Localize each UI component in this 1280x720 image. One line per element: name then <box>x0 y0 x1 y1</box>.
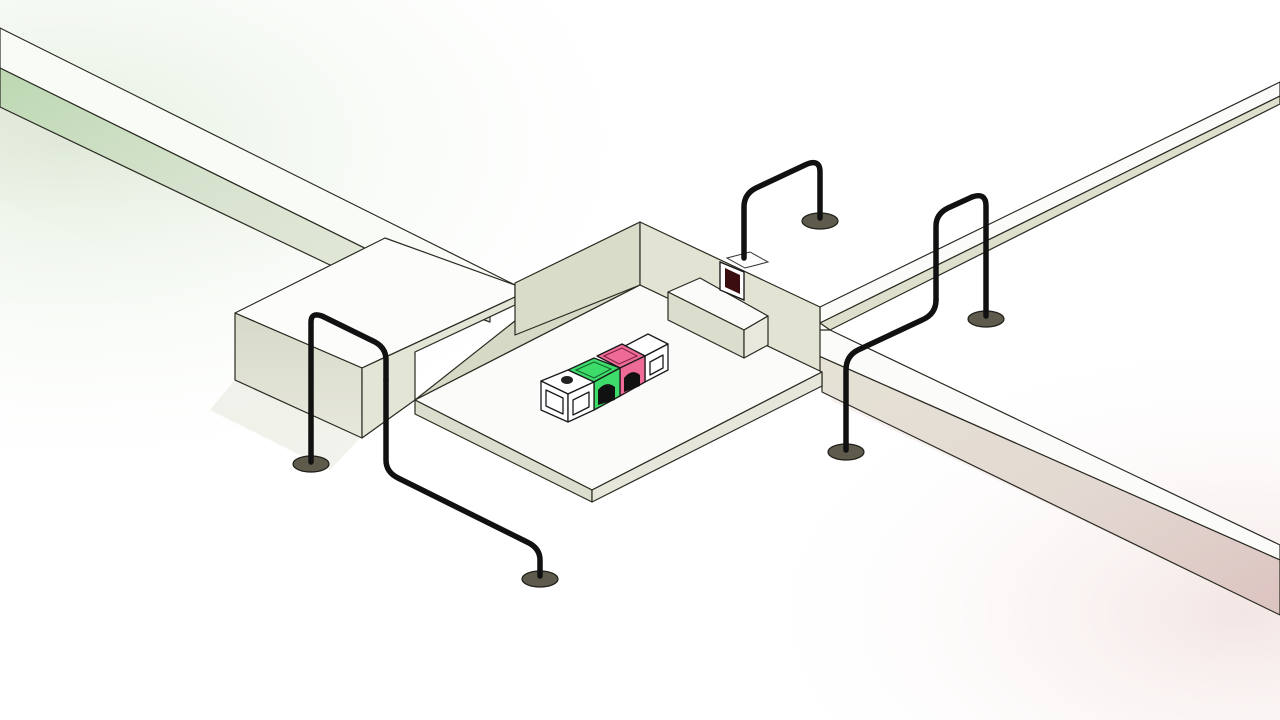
dark-panel-icon <box>725 268 740 294</box>
pipe-left-bottom <box>383 377 559 588</box>
player-blocks[interactable] <box>540 333 669 423</box>
dot-icon <box>561 376 573 384</box>
pipe-back-middle <box>741 159 839 261</box>
cube-white-back <box>624 333 669 383</box>
raised-block <box>234 237 516 439</box>
wall-switch[interactable] <box>719 251 770 301</box>
inner-ledge <box>667 277 769 359</box>
pipe-right-front <box>827 297 939 461</box>
green-arch-icon <box>598 384 615 405</box>
pipe-left-front <box>292 312 389 473</box>
shadow-block <box>210 380 360 470</box>
cube-white-dot <box>540 369 595 423</box>
shadow-left-corridor <box>0 107 330 312</box>
pink-arch-icon <box>624 372 640 392</box>
pipe-right-tall <box>933 192 1005 328</box>
